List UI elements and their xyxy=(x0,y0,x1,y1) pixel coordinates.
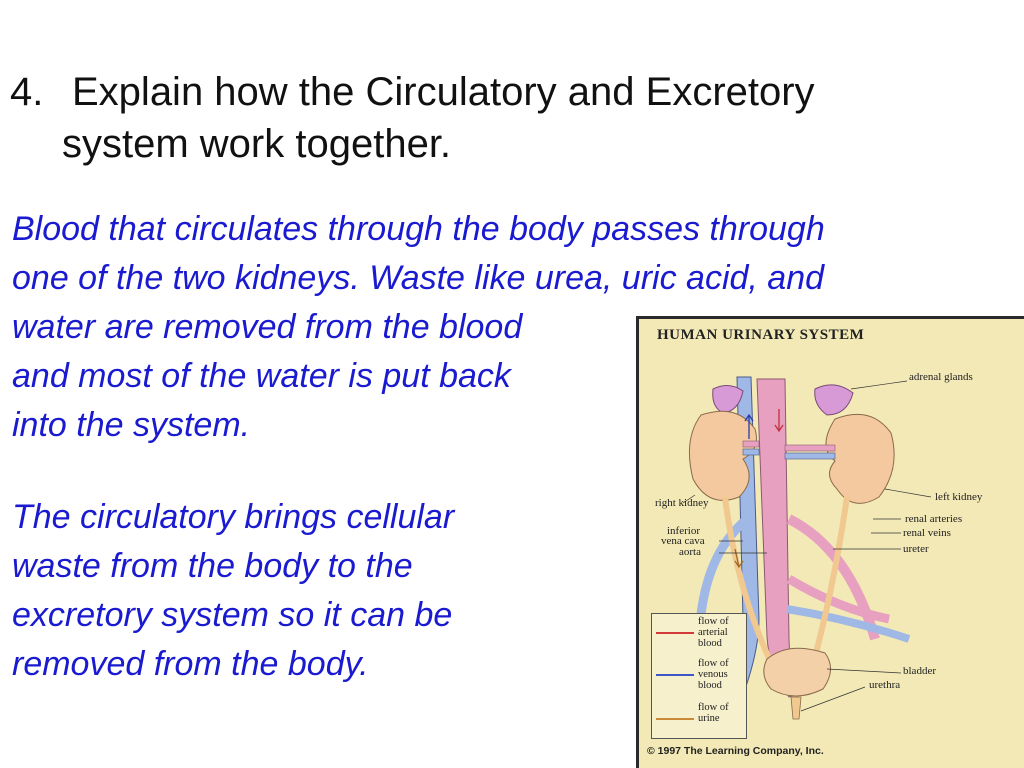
label-bladder: bladder xyxy=(903,665,936,677)
figure-title: HUMAN URINARY SYSTEM xyxy=(657,327,865,343)
right-kidney-shape xyxy=(688,410,757,501)
leader-adrenal xyxy=(850,380,908,390)
figure-copyright: © 1997 The Learning Company, Inc. xyxy=(647,745,824,757)
renal-vein-left xyxy=(784,452,836,460)
question-number: 4. xyxy=(10,70,44,114)
answer-paragraph-2: The circulatory brings cellular waste fr… xyxy=(12,493,632,689)
answer-line: and most of the water is put back xyxy=(12,357,511,395)
label-vena-cava: vena cava xyxy=(661,535,705,547)
legend-arterial-swatch xyxy=(656,632,694,634)
renal-vein-right xyxy=(742,448,760,456)
label-right-kidney: right kidney xyxy=(655,497,709,509)
answer-paragraph-1: Blood that circulates through the body p… xyxy=(12,205,992,450)
label-left-kidney: left kidney xyxy=(935,491,983,503)
answer-line: The circulatory brings cellular xyxy=(12,498,455,536)
renal-artery-left xyxy=(784,444,836,452)
question-heading: 4. Explain how the Circulatory and Excret… xyxy=(10,66,970,170)
leader-urethra xyxy=(800,686,866,712)
legend-arterial-label: flow of arterial blood xyxy=(698,616,729,649)
legend-arterial: flow of arterial blood xyxy=(652,614,746,654)
legend-urine-swatch xyxy=(656,718,694,720)
answer-line: one of the two kidneys. Waste like urea,… xyxy=(12,259,825,297)
answer-line: removed from the body. xyxy=(12,645,369,683)
urine-flow-arrow xyxy=(734,548,744,569)
question-text-1: Explain how the Circulatory and Excretor… xyxy=(72,70,815,114)
urethra-shape xyxy=(790,696,802,720)
label-aorta: aorta xyxy=(679,546,701,558)
legend-venous-swatch xyxy=(656,674,694,676)
venous-flow-arrow xyxy=(744,413,754,439)
question-line-2: system work together. xyxy=(62,122,452,166)
flow-legend: flow of arterial blood flow of venous bl… xyxy=(651,613,747,739)
left-adrenal-gland-shape xyxy=(814,384,854,416)
label-inferior: inferior xyxy=(667,525,700,537)
vein-branch-right xyxy=(786,605,911,643)
arterial-flow-arrow xyxy=(774,409,784,433)
artery-branch-right xyxy=(786,575,890,624)
bladder-shape xyxy=(763,647,831,697)
left-kidney-shape xyxy=(825,413,895,504)
answer-line: water are removed from the blood xyxy=(12,308,523,346)
leader-right-kidney xyxy=(682,494,696,504)
question-line-1: 4. Explain how the Circulatory and Excret… xyxy=(10,66,970,118)
answer-line: Blood that circulates through the body p… xyxy=(12,210,825,248)
right-adrenal-gland-shape xyxy=(712,385,744,414)
leader-left-kidney xyxy=(884,488,932,498)
label-urethra: urethra xyxy=(869,679,901,691)
left-ureter xyxy=(802,496,850,677)
answer-line: waste from the body to the xyxy=(12,547,413,585)
leader-bladder xyxy=(826,668,902,674)
renal-artery-right xyxy=(742,440,760,448)
label-ureter: ureter xyxy=(903,543,929,555)
answer-line: into the system. xyxy=(12,406,251,444)
label-adrenal-glands: adrenal glands xyxy=(909,371,973,383)
urinary-system-figure: HUMAN URINARY SYSTEM adrenal glands righ… xyxy=(636,316,1024,768)
urinary-system-illustration xyxy=(682,376,932,720)
legend-venous-label: flow of venous blood xyxy=(698,658,729,691)
label-renal-arteries: renal arteries xyxy=(905,513,963,525)
answer-line: excretory system so it can be xyxy=(12,596,453,634)
legend-urine-label: flow of urine xyxy=(698,702,729,724)
legend-venous: flow of venous blood xyxy=(652,656,746,696)
artery-branch xyxy=(786,514,880,641)
legend-urine: flow of urine xyxy=(652,700,746,740)
label-renal-veins: renal veins xyxy=(903,527,951,539)
